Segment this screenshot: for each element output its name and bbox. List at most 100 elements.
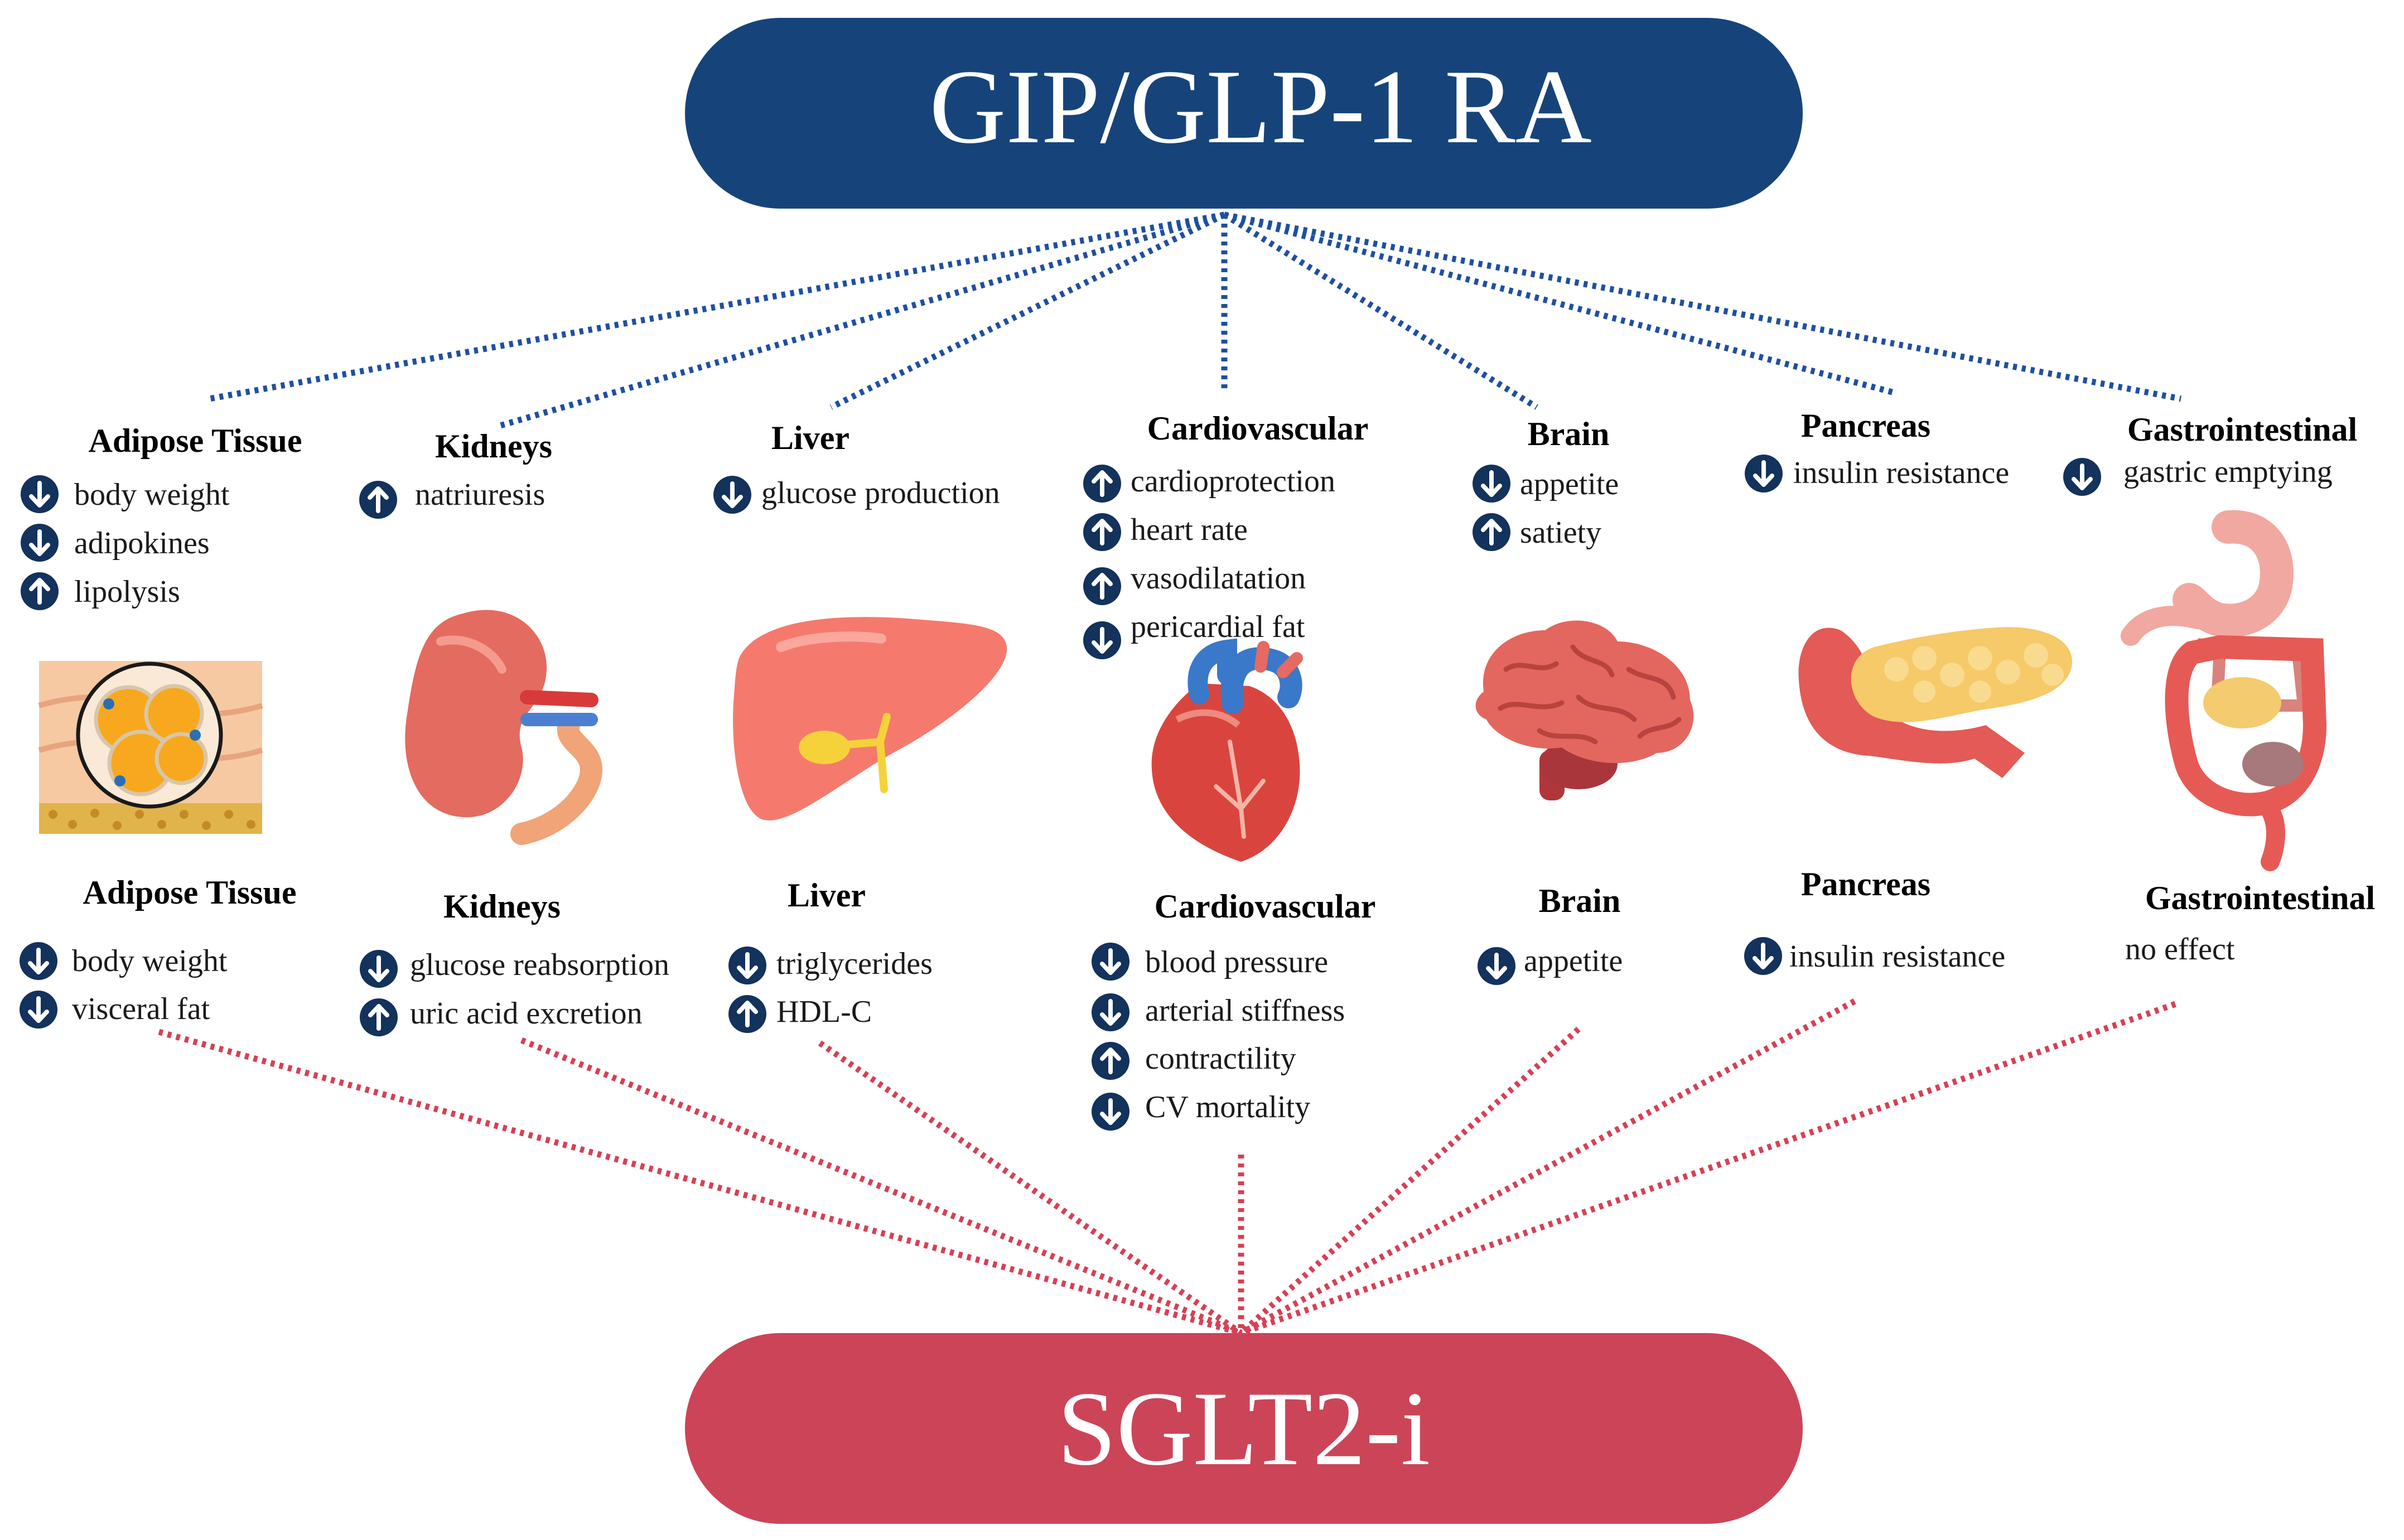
connector-to-pancreas [1223, 211, 1898, 397]
sglt-brain-effect-0: appetite [1524, 944, 1623, 978]
sglt-organ-liver: Liver triglycerides HDL-C [728, 877, 933, 1033]
sglt-cardio-arrow-2-up-arrow-icon [1092, 1042, 1129, 1080]
connector-from-gastrointestinal [1240, 1001, 2176, 1336]
glp-liver-arrow-0-down-arrow-icon [713, 476, 751, 514]
glp-cardio-arrow-2-up-arrow-icon [1083, 567, 1121, 605]
sglt-brain-heading: Brain [1539, 882, 1621, 919]
glp-kidneys-heading: Kidneys [435, 428, 552, 465]
sglt-liver-effect-1: HDL-C [776, 995, 872, 1029]
glp-organ-liver: Liver glucose production [713, 419, 1000, 514]
sglt-liver-effect-0: triglycerides [776, 947, 933, 981]
glp-adipose-heading: Adipose Tissue [89, 422, 302, 459]
sglt-pancreas-arrow-0-down-arrow-icon [1744, 937, 1782, 975]
connector-to-brain [1223, 212, 1538, 410]
kidney-icon [405, 610, 603, 845]
sglt-pancreas-heading: Pancreas [1801, 866, 1930, 902]
glp-kidneys-arrow-0-up-arrow-icon [359, 481, 397, 519]
sglt-organ-pancreas: Pancreas insulin resistance [1744, 866, 2005, 975]
sglt2-i-label: SGLT2-i [1058, 1370, 1431, 1488]
glp-brain-effect-0: appetite [1520, 467, 1619, 501]
sglt-cardio-arrow-3-down-arrow-icon [1092, 1093, 1129, 1131]
glp-pancreas-effect-0: insulin resistance [1793, 456, 2009, 490]
sglt-adipose-effect-0: body weight [72, 944, 228, 978]
sglt-cardio-effect-3: CV mortality [1145, 1090, 1310, 1124]
glp-organ-adipose: Adipose Tissue body weight adipokines li… [21, 422, 302, 610]
sglt-organ-adipose: Adipose Tissue body weight visceral fat [20, 874, 296, 1029]
glp-gastrointestinal-heading: Gastrointestinal [2127, 411, 2357, 448]
sglt2-i-pill: SGLT2-i [685, 1333, 1803, 1524]
sglt-cardio-arrow-0-down-arrow-icon [1092, 943, 1129, 981]
glp-organ-pancreas: Pancreas insulin resistance [1745, 407, 2009, 493]
glp-brain-heading: Brain [1528, 416, 1610, 452]
sglt-liver-arrow-1-up-arrow-icon [728, 995, 766, 1033]
sglt-liver-heading: Liver [788, 877, 866, 914]
glp-brain-arrow-1-up-arrow-icon [1473, 513, 1510, 551]
glp-organ-cardiovascular: Cardiovascular cardioprotection heart ra… [1083, 410, 1368, 659]
sglt-cardio-effect-1: arterial stiffness [1145, 993, 1345, 1028]
sglt-gastrointestinal-heading: Gastrointestinal [2145, 880, 2375, 916]
connector-to-gastrointestinal [1223, 211, 2182, 402]
sglt-gi-effect-0: no effect [2125, 932, 2235, 967]
glp-pancreas-heading: Pancreas [1801, 407, 1930, 444]
liver-icon [733, 617, 1007, 820]
sglt-liver-arrow-0-down-arrow-icon [728, 947, 766, 984]
glp-cardio-effect-2: vasodilatation [1131, 561, 1306, 596]
sglt-connector-lines [158, 998, 2176, 1336]
glp-cardiovascular-heading: Cardiovascular [1147, 410, 1369, 447]
glp-gi-arrow-0-down-arrow-icon [2063, 458, 2101, 496]
glp-connector-lines [209, 211, 2182, 430]
gastrointestinal-icon [2121, 510, 2327, 871]
glp-cardio-arrow-1-up-arrow-icon [1083, 513, 1121, 551]
connector-from-adipose [158, 1029, 1242, 1336]
glp-brain-arrow-0-down-arrow-icon [1473, 465, 1510, 503]
sglt-kidneys-arrow-1-up-arrow-icon [360, 998, 398, 1036]
sglt-cardio-effect-2: contractility [1145, 1041, 1296, 1076]
glp-organ-gastrointestinal: Gastrointestinal gastric emptying [2063, 411, 2357, 496]
glp-cardio-effect-1: heart rate [1131, 513, 1248, 547]
sglt-cardio-effect-0: blood pressure [1145, 945, 1328, 979]
sglt-organ-kidneys: Kidneys glucose reabsorption uric acid e… [360, 888, 669, 1036]
connector-to-liver [829, 212, 1226, 410]
glp-liver-effect-0: glucose production [761, 476, 1000, 510]
glp-adipose-arrow-2-up-arrow-icon [21, 572, 59, 610]
glp1-ra-pill: GIP/GLP-1 RA [685, 18, 1803, 209]
glp-cardio-arrow-3-down-arrow-icon [1083, 621, 1121, 659]
glp-pancreas-arrow-0-down-arrow-icon [1745, 455, 1783, 493]
connector-from-brain [1239, 1026, 1581, 1336]
sglt-organ-brain: Brain appetite [1478, 882, 1623, 985]
glp1-ra-label: GIP/GLP-1 RA [929, 49, 1592, 166]
connector-to-kidneys [495, 211, 1225, 430]
glp-adipose-effect-2: lipolysis [74, 575, 180, 609]
sglt-kidneys-heading: Kidneys [443, 888, 561, 925]
sglt-kidneys-effect-0: glucose reabsorption [410, 948, 669, 982]
sglt-cardio-arrow-1-down-arrow-icon [1092, 993, 1129, 1031]
glp-adipose-effect-0: body weight [74, 477, 230, 512]
glp-brain-effect-1: satiety [1520, 515, 1601, 550]
sglt-organ-cardiovascular: Cardiovascular blood pressure arterial s… [1092, 888, 1375, 1131]
sglt-brain-arrow-0-down-arrow-icon [1478, 947, 1515, 985]
glp-cardio-effect-3: pericardial fat [1131, 610, 1305, 644]
glp-kidneys-effect-0: natriuresis [415, 477, 545, 512]
sglt-kidneys-arrow-0-down-arrow-icon [360, 950, 398, 988]
glp-cardio-arrow-0-up-arrow-icon [1083, 465, 1121, 503]
glp-gi-effect-0: gastric emptying [2123, 455, 2333, 489]
sglt-organ-gastrointestinal: Gastrointestinal no effect [2125, 880, 2375, 967]
sglt-cardiovascular-heading: Cardiovascular [1155, 888, 1376, 925]
adipose-tissue-icon [38, 661, 263, 834]
pancreas-icon [1798, 627, 2073, 778]
sglt-adipose-arrow-1-down-arrow-icon [20, 991, 57, 1029]
connector-from-pancreas [1239, 998, 1856, 1336]
sglt-kidneys-effect-1: uric acid excretion [410, 996, 643, 1031]
sglt-pancreas-effect-0: insulin resistance [1789, 939, 2005, 974]
glp-liver-heading: Liver [771, 419, 849, 456]
sglt-adipose-heading: Adipose Tissue [83, 874, 297, 911]
glp-adipose-effect-1: adipokines [74, 526, 210, 561]
glp-adipose-arrow-0-down-arrow-icon [21, 475, 59, 513]
sglt-adipose-effect-1: visceral fat [72, 992, 210, 1026]
glp-cardio-effect-0: cardioprotection [1131, 464, 1335, 499]
sglt-adipose-arrow-0-down-arrow-icon [20, 942, 57, 980]
heart-icon [1151, 638, 1303, 862]
glp-organ-brain: Brain appetite satiety [1473, 416, 1619, 551]
